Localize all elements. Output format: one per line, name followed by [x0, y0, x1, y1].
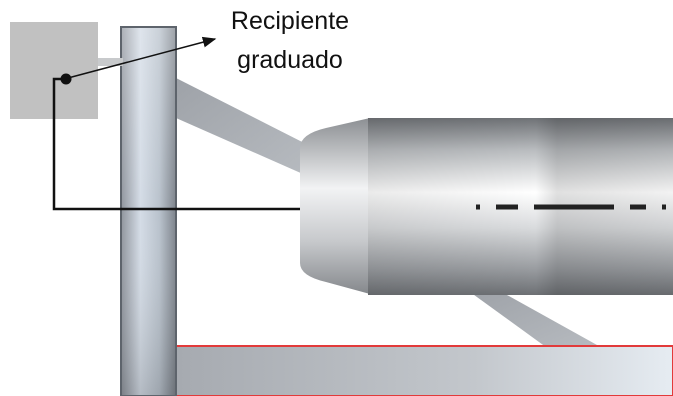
connection-dot [60, 73, 72, 85]
feed-line [52, 77, 300, 211]
support-column-shading [122, 28, 175, 395]
label-graduado: graduado [237, 46, 343, 74]
connector-pipe [97, 58, 123, 66]
engine-nose [300, 118, 370, 294]
engine-body-shade [368, 118, 673, 295]
base-rail [175, 345, 673, 396]
upper-strut [176, 78, 318, 178]
lower-strut [470, 290, 606, 350]
label-arrow [67, 36, 217, 79]
label-recipiente: Recipiente [230, 7, 350, 35]
